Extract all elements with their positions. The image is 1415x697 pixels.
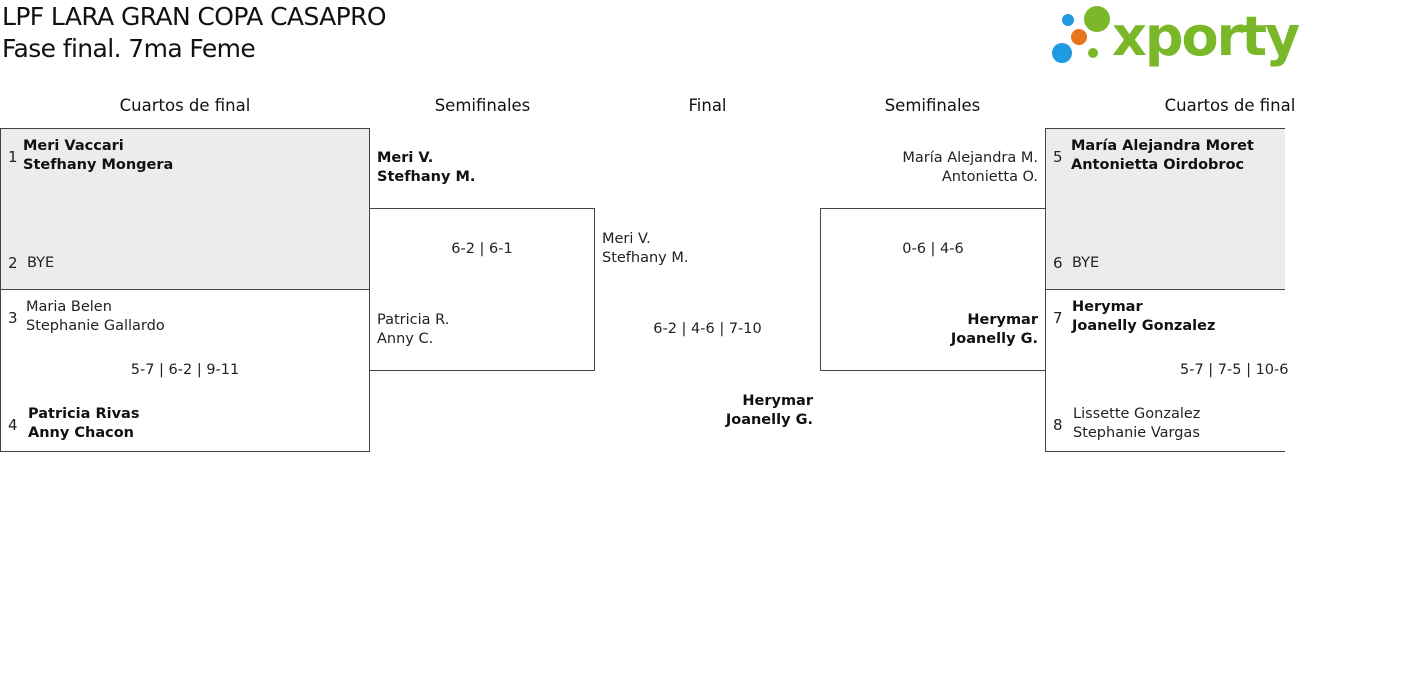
left-quarter-match-2[interactable]: 3 Maria Belen Stephanie Gallardo 5-7 | 6… (0, 289, 370, 452)
player-name: Anny C. (377, 331, 434, 347)
player-name: Herymar (742, 393, 813, 409)
logo-dot-blue-small (1062, 14, 1074, 26)
logo-wordmark: xporty (1112, 5, 1300, 68)
logo-dot-green-small (1088, 48, 1098, 58)
player-name: Stephanie Gallardo (26, 318, 165, 334)
match-score: 6-2 | 6-1 (451, 241, 513, 257)
round-header-semis-right: Semifinales (884, 96, 981, 115)
player-name: Meri V. (602, 231, 651, 247)
left-quarter-match-1[interactable]: 1 Meri Vaccari Stefhany Mongera 2 BYE (0, 128, 370, 290)
match-score: 5-7 | 6-2 | 9-11 (130, 362, 240, 378)
seed-number: 5 (1053, 148, 1063, 166)
player-name: Antonietta Oirdobroc (1071, 157, 1245, 173)
logo-dot-green (1084, 6, 1110, 32)
player-name: Lissette Gonzalez (1073, 406, 1201, 422)
left-semi-match[interactable]: 6-2 | 6-1 Patricia R. Anny C. (369, 208, 595, 371)
seed-number: 1 (8, 148, 18, 166)
round-header-final: Final (688, 96, 727, 115)
player-name: Patricia R. (377, 312, 450, 328)
right-quarter-match-1[interactable]: 5 María Alejandra Moret Antonietta Oirdo… (1045, 128, 1285, 290)
right-semi-match[interactable]: 0-6 | 4-6 Herymar Joanelly G. (820, 208, 1046, 371)
right-semi-player-a2: Antonietta O. (941, 169, 1038, 185)
match-score: 0-6 | 4-6 (902, 241, 964, 257)
left-semi-player-a2: Stefhany M. (377, 169, 476, 185)
match-score: 5-7 | 7-5 | 10-6 (1180, 362, 1289, 378)
player-name: Stefhany Mongera (23, 157, 174, 173)
seed-number: 7 (1053, 309, 1063, 327)
bye-label: BYE (27, 255, 55, 271)
match-score: 6-2 | 4-6 | 7-10 (653, 321, 762, 337)
round-header-semis-left: Semifinales (434, 96, 531, 115)
seed-number: 2 (8, 254, 18, 272)
left-semi-player-a1: Meri V. (377, 150, 434, 166)
final-match[interactable]: Meri V. Stefhany M. 6-2 | 4-6 | 7-10 Her… (595, 208, 820, 452)
xporty-logo[interactable]: xporty (1050, 4, 1300, 68)
player-name: Anny Chacon (28, 425, 134, 441)
seed-number: 8 (1053, 416, 1063, 434)
bye-label: BYE (1072, 255, 1100, 271)
seed-number: 6 (1053, 254, 1063, 272)
player-name: Meri Vaccari (23, 138, 124, 154)
logo-dot-orange (1071, 29, 1087, 45)
round-header-quarters-right: Cuartos de final (1164, 96, 1296, 115)
player-name: Joanelly G. (950, 331, 1038, 347)
player-name: Herymar (967, 312, 1038, 328)
player-name: Herymar (1072, 299, 1143, 315)
tournament-subtitle: Fase final. 7ma Feme (2, 34, 256, 63)
seed-number: 4 (8, 416, 18, 434)
player-name: Patricia Rivas (28, 406, 140, 422)
player-name: María Alejandra Moret (1071, 138, 1254, 154)
player-name: Joanelly G. (725, 412, 813, 428)
right-semi-player-a1: María Alejandra M. (902, 150, 1038, 166)
round-header-quarters-left: Cuartos de final (119, 96, 251, 115)
tournament-title: LPF LARA GRAN COPA CASAPRO (2, 2, 387, 31)
player-name: Joanelly Gonzalez (1072, 318, 1216, 334)
seed-number: 3 (8, 309, 18, 327)
player-name: Stefhany M. (602, 250, 689, 266)
logo-dot-blue (1052, 43, 1072, 63)
player-name: Stephanie Vargas (1073, 425, 1200, 441)
player-name: Maria Belen (26, 299, 112, 315)
right-quarter-match-2[interactable]: 7 Herymar Joanelly Gonzalez 5-7 | 7-5 | … (1045, 289, 1289, 452)
